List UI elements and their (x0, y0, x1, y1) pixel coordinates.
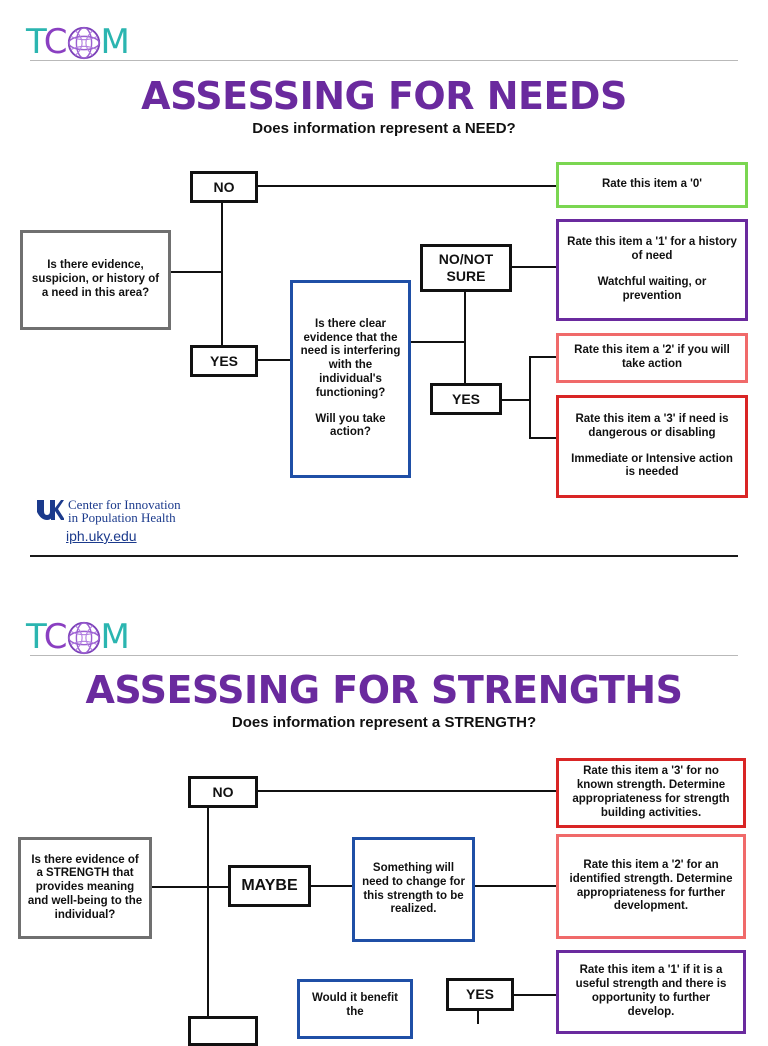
connector-line (256, 790, 558, 792)
rate-2-strength-box: Rate this item a '2' for an identified s… (556, 834, 746, 939)
no-label: NO (190, 171, 258, 203)
rate-1-box: Rate this item a '1' for a history of ne… (556, 219, 748, 321)
connector-line (464, 290, 466, 384)
change-needed-box: Something will need to change for this s… (352, 837, 475, 942)
benefit-question: Would it benefit the (297, 979, 413, 1039)
rate-3-box: Rate this item a '3' if need is dangerou… (556, 395, 748, 498)
top-rule (30, 60, 738, 61)
rate-0-box: Rate this item a '0' (556, 162, 748, 208)
no-label: NO (188, 776, 258, 808)
connector-line (409, 341, 465, 343)
top-rule (30, 655, 738, 656)
iph-link[interactable]: iph.uky.edu (66, 528, 137, 544)
connector-line (529, 437, 558, 439)
clear-evidence-question: Is there clear evidence that the need is… (290, 280, 411, 478)
yes-label: YES (446, 978, 514, 1011)
connector-line (529, 356, 531, 438)
org-line-2: in Population Health (68, 510, 176, 525)
connector-line (500, 399, 530, 401)
connector-line (512, 994, 558, 996)
connector-line (256, 359, 292, 361)
yes-label-partial (188, 1016, 258, 1046)
rate-2-box: Rate this item a '2' if you will take ac… (556, 333, 748, 383)
connector-line (529, 356, 558, 358)
page-title: ASSESSING FOR NEEDS (141, 74, 627, 118)
rate-3-strength-box: Rate this item a '3' for no known streng… (556, 758, 746, 828)
connector-line (207, 807, 209, 1024)
connector-line (510, 266, 558, 268)
connector-line (150, 886, 230, 888)
rate-1-strength-box: Rate this item a '1' if it is a useful s… (556, 950, 746, 1034)
need-evidence-question: Is there evidence, suspicion, or history… (20, 230, 171, 330)
connector-line (477, 1011, 479, 1024)
uk-logo: Center for Innovation in Population Heal… (36, 498, 181, 524)
no-not-sure-label: NO/NOT SURE (420, 244, 512, 292)
connector-line (221, 203, 223, 347)
org-line-1: Center for Innovation (68, 497, 181, 512)
page-title: ASSESSING FOR STRENGTHS (85, 668, 683, 712)
page-subtitle: Does information represent a NEED? (252, 120, 516, 137)
connector-line (168, 271, 222, 273)
yes-label-2: YES (430, 383, 502, 415)
maybe-label: MAYBE (228, 865, 311, 907)
globe-icon (67, 622, 100, 655)
strength-evidence-question: Is there evidence of a STRENGTH that pro… (18, 837, 152, 939)
globe-icon (67, 27, 100, 60)
yes-label: YES (190, 345, 258, 377)
page-subtitle: Does information represent a STRENGTH? (231, 714, 537, 731)
uk-icon (37, 500, 64, 520)
connector-line (309, 885, 354, 887)
connector-line (473, 885, 558, 887)
connector-line (256, 185, 558, 187)
bottom-rule (30, 555, 738, 557)
